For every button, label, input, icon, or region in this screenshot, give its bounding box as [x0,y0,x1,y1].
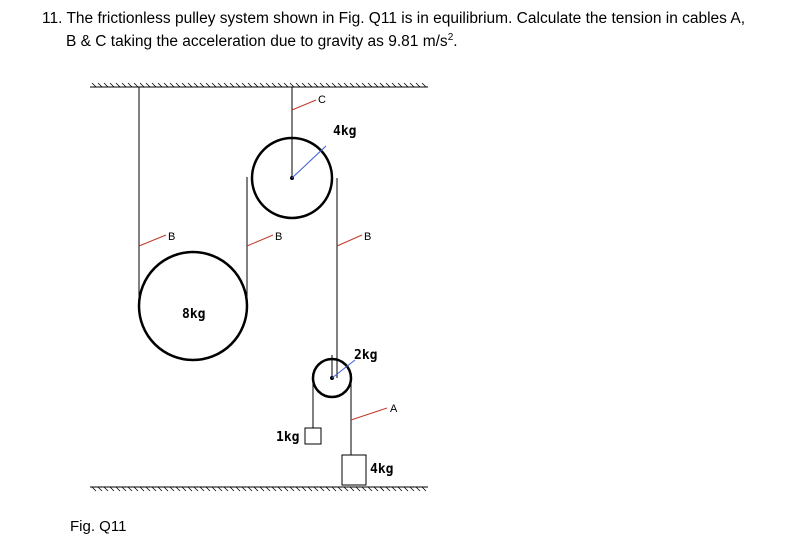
label-b-3: B [364,231,371,243]
ground [90,486,428,492]
label-a: A [390,403,398,415]
label-small-pulley-mass: 2kg [354,348,377,363]
label-small-block-mass: 1kg [276,430,299,445]
question-text: 11. The frictionless pulley system shown… [42,9,787,51]
question-number: 11. [42,10,63,27]
label-top-pulley-mass: 4kg [333,124,356,139]
block-1kg [304,427,322,445]
cables [138,87,352,455]
question-exponent: 2 [447,32,454,43]
question-line-2-end: . [453,33,458,51]
big-pulley [137,250,249,362]
label-leaders [138,99,388,421]
label-b-2: B [275,231,282,243]
label-big-pulley-mass: 8kg [182,307,205,322]
top-pulley [250,136,334,220]
label-c: C [318,94,326,106]
ceiling [90,82,428,88]
small-pulley [311,357,356,399]
figure-caption: Fig. Q11 [70,518,127,535]
question-line-1: 11. The frictionless pulley system shown… [42,9,787,28]
label-b-1: B [168,231,175,243]
question-line-2-text: B & C taking the acceleration due to gra… [66,33,448,51]
label-block-mass: 4kg [370,462,393,477]
question-line-1-text: The frictionless pulley system shown in … [66,10,746,27]
question-line-2: B & C taking the acceleration due to gra… [42,28,787,51]
block-4kg [341,454,367,486]
